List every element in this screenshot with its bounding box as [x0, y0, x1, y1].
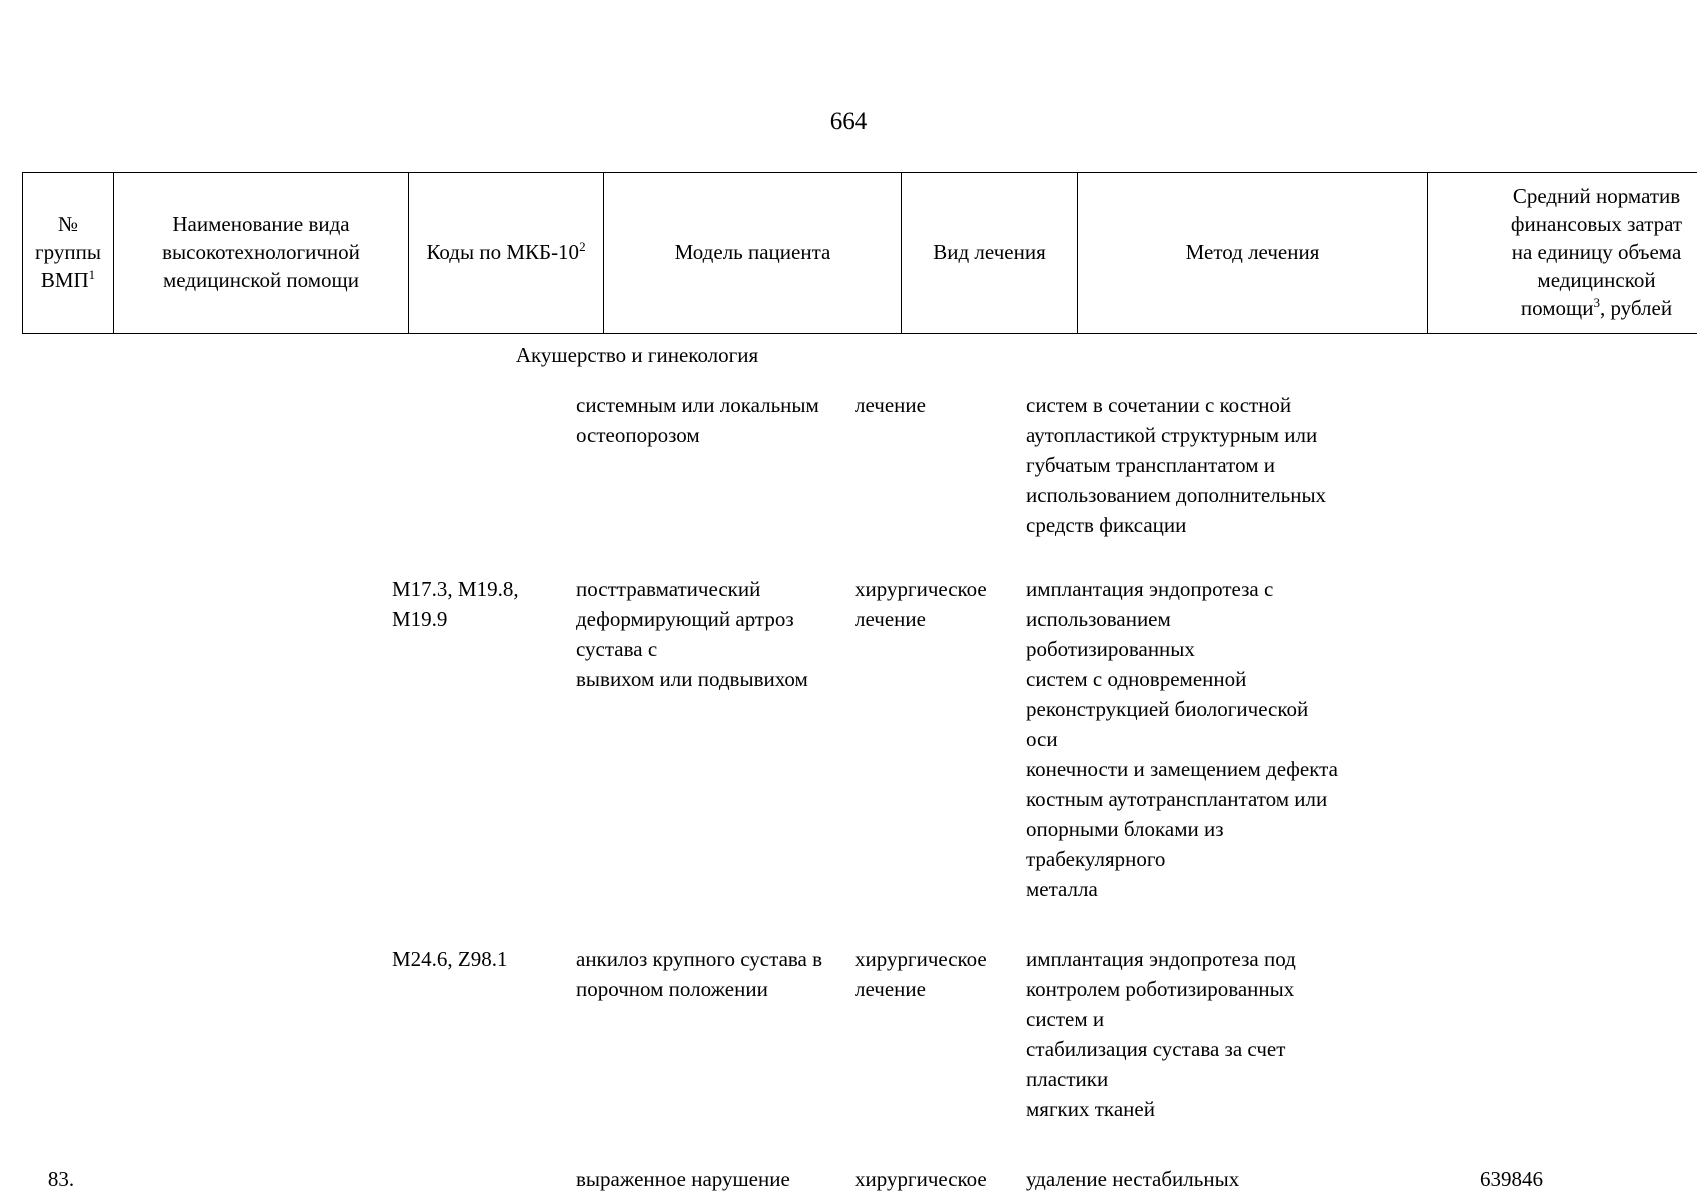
page-number: 664	[829, 108, 868, 135]
header-cost-line-4: медицинской	[1537, 267, 1656, 292]
row-method: имплантация эндопротеза с использованием…	[1026, 577, 1338, 902]
header-row: № группы ВМП1 Наименование вида высокоте…	[22, 172, 1697, 334]
table-header: № группы ВМП1 Наименование вида высокоте…	[22, 172, 1697, 334]
section-title: Акушерство и гинекология	[515, 343, 759, 367]
header-cell-model: Модель пациента	[603, 172, 902, 334]
row-spacer	[22, 540, 1674, 574]
row-kind: лечение	[855, 393, 926, 417]
row-kind: хирургическое лечение	[855, 577, 987, 632]
row-group-no: 83.	[47, 1167, 75, 1192]
table-row: 83. Ревизионное эндопротезирование суста…	[22, 1164, 1674, 1200]
row-model: системным или локальным остеопорозом	[576, 393, 819, 448]
row-codes: Z96.6, M96.6,	[392, 1194, 556, 1200]
header-codes-text: Коды по МКБ-10	[426, 239, 580, 264]
header-cost-line-2: финансовых затрат	[1510, 211, 1683, 236]
row-cost: 639846	[1480, 1167, 1543, 1192]
header-cell-method: Метод лечения	[1077, 172, 1428, 334]
row-kind: хирургическое лечение	[855, 947, 987, 1002]
header-group-no-footnote: 1	[88, 266, 96, 282]
row-method: систем в сочетании с костной аутопластик…	[1026, 393, 1327, 538]
row-spacer	[22, 1124, 1674, 1164]
row-kind: хирургическое лечение	[855, 1167, 987, 1200]
table-body: системным или локальным остеопорозом леч…	[22, 390, 1674, 1200]
table-row: системным или локальным остеопорозом леч…	[22, 390, 1674, 540]
header-cell-cost: Средний норматив финансовых затрат на ед…	[1427, 172, 1697, 334]
table-row: M24.6, Z98.1 анкилоз крупного сустава в …	[22, 944, 1674, 1124]
row-model: анкилоз крупного сустава в порочном поло…	[576, 947, 823, 1002]
header-cell-kind: Вид лечения	[901, 172, 1078, 334]
header-cost-footnote: 3	[1593, 294, 1600, 310]
header-cost-line-1: Средний норматив	[1512, 184, 1681, 208]
header-codes-footnote: 2	[579, 238, 586, 254]
header-cost-line-5: помощи	[1520, 295, 1594, 320]
header-group-no-text: № группы ВМП	[35, 211, 101, 292]
table-row: M17.3, M19.8, M19.9 посттравматический д…	[22, 574, 1674, 904]
header-cell-name: Наименование вида высокотехнологичной ме…	[113, 172, 409, 334]
row-name: Ревизионное эндопротезирование суставов …	[112, 1194, 372, 1200]
row-spacer	[22, 904, 1674, 944]
row-method: удаление нестабильных компонентов эндопр…	[1026, 1167, 1240, 1200]
row-method: имплантация эндопротеза под контролем ро…	[1026, 947, 1296, 1122]
row-model: выраженное нарушение функции крупного су…	[576, 1167, 790, 1200]
header-cost-line-3: на единицу объема	[1511, 239, 1682, 264]
header-cost-line-5b: , рублей	[1599, 295, 1673, 320]
row-codes: M17.3, M19.8, M19.9	[392, 577, 519, 632]
row-name-block: Ревизионное эндопротезирование суставов …	[100, 1164, 382, 1200]
header-cell-codes: Коды по МКБ-102	[408, 172, 604, 334]
row-codes-block: Z96.6, M96.6, M86, T84.1, C40.0 - C40.8,…	[382, 1164, 564, 1200]
header-cell-group-no: № группы ВМП1	[22, 172, 114, 334]
row-model: посттравматический деформирующий артроз …	[576, 577, 808, 692]
row-codes: M24.6, Z98.1	[392, 947, 508, 972]
